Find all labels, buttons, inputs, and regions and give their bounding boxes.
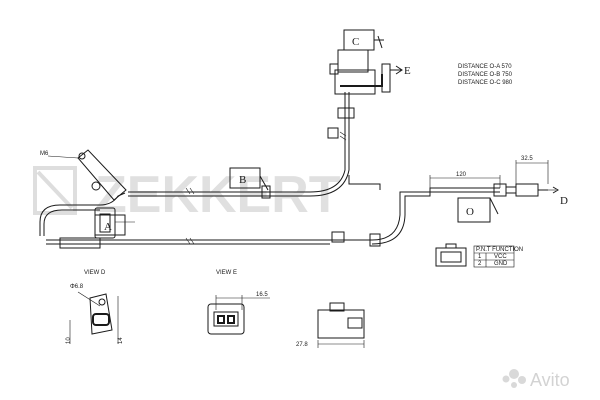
callout-a-label: A	[104, 221, 112, 233]
view-d: VIEW D Φ6.8 10 14	[66, 270, 124, 344]
avito-logo-icon	[502, 369, 526, 388]
callout-c: C	[343, 29, 384, 51]
dimension-lines	[429, 160, 549, 188]
pin-table-header: P.N.T FUNCTION	[476, 247, 523, 253]
marketplace-watermark: Avito	[502, 369, 570, 390]
dim-m6: M6	[40, 151, 49, 157]
avito-wordmark: Avito	[530, 370, 570, 390]
dim-14: 14	[118, 337, 124, 344]
dim-10: 10	[66, 337, 72, 344]
pin-row-2-pin: 2	[478, 261, 482, 267]
sensor-head	[59, 149, 135, 249]
pin-row-1-function: VCC	[494, 254, 507, 260]
distance-o-a: DISTANCE O-A 570	[458, 64, 512, 70]
callout-b: B	[229, 167, 269, 191]
callout-d: D	[560, 195, 568, 207]
dim-27-8: 27.8	[296, 342, 308, 348]
callout-o-label: O	[466, 206, 474, 218]
callout-d-label: D	[560, 195, 568, 207]
distance-o-b: DISTANCE O-B 750	[458, 72, 513, 78]
callout-c-label: C	[352, 36, 359, 48]
distance-o-c: DISTANCE O-C 980	[458, 80, 513, 86]
mounting-clip-upper	[327, 30, 391, 139]
distance-notes: DISTANCE O-A 570 DISTANCE O-B 750 DISTAN…	[458, 64, 513, 86]
connector-end	[493, 183, 559, 197]
view-e-title: VIEW E	[216, 270, 237, 276]
dim-120: 120	[456, 172, 467, 178]
pin-function-table: P.N.T FUNCTION 1 VCC 2 GND	[435, 243, 523, 268]
callout-a: A	[94, 214, 126, 236]
dim-32-5: 32.5	[521, 156, 533, 162]
callout-b-label: B	[239, 174, 246, 186]
view-d-title: VIEW D	[84, 270, 106, 276]
callout-e-label: E	[404, 65, 411, 77]
callout-e: E	[390, 65, 411, 77]
sensor-cable	[39, 92, 500, 245]
pin-row-2-function: GND	[494, 261, 508, 267]
callout-o: O	[457, 197, 499, 223]
brand-text: ZEKKERT	[95, 166, 341, 224]
dim-phi: Φ6.8	[70, 284, 84, 290]
pin-row-1-pin: 1	[478, 254, 482, 260]
cable-clips	[261, 185, 381, 247]
brand-watermark: ZEKKERT	[33, 166, 341, 224]
connector-side-view: 27.8	[296, 302, 365, 348]
view-e: VIEW E 16.5	[207, 270, 270, 335]
dim-16-5: 16.5	[256, 292, 268, 298]
